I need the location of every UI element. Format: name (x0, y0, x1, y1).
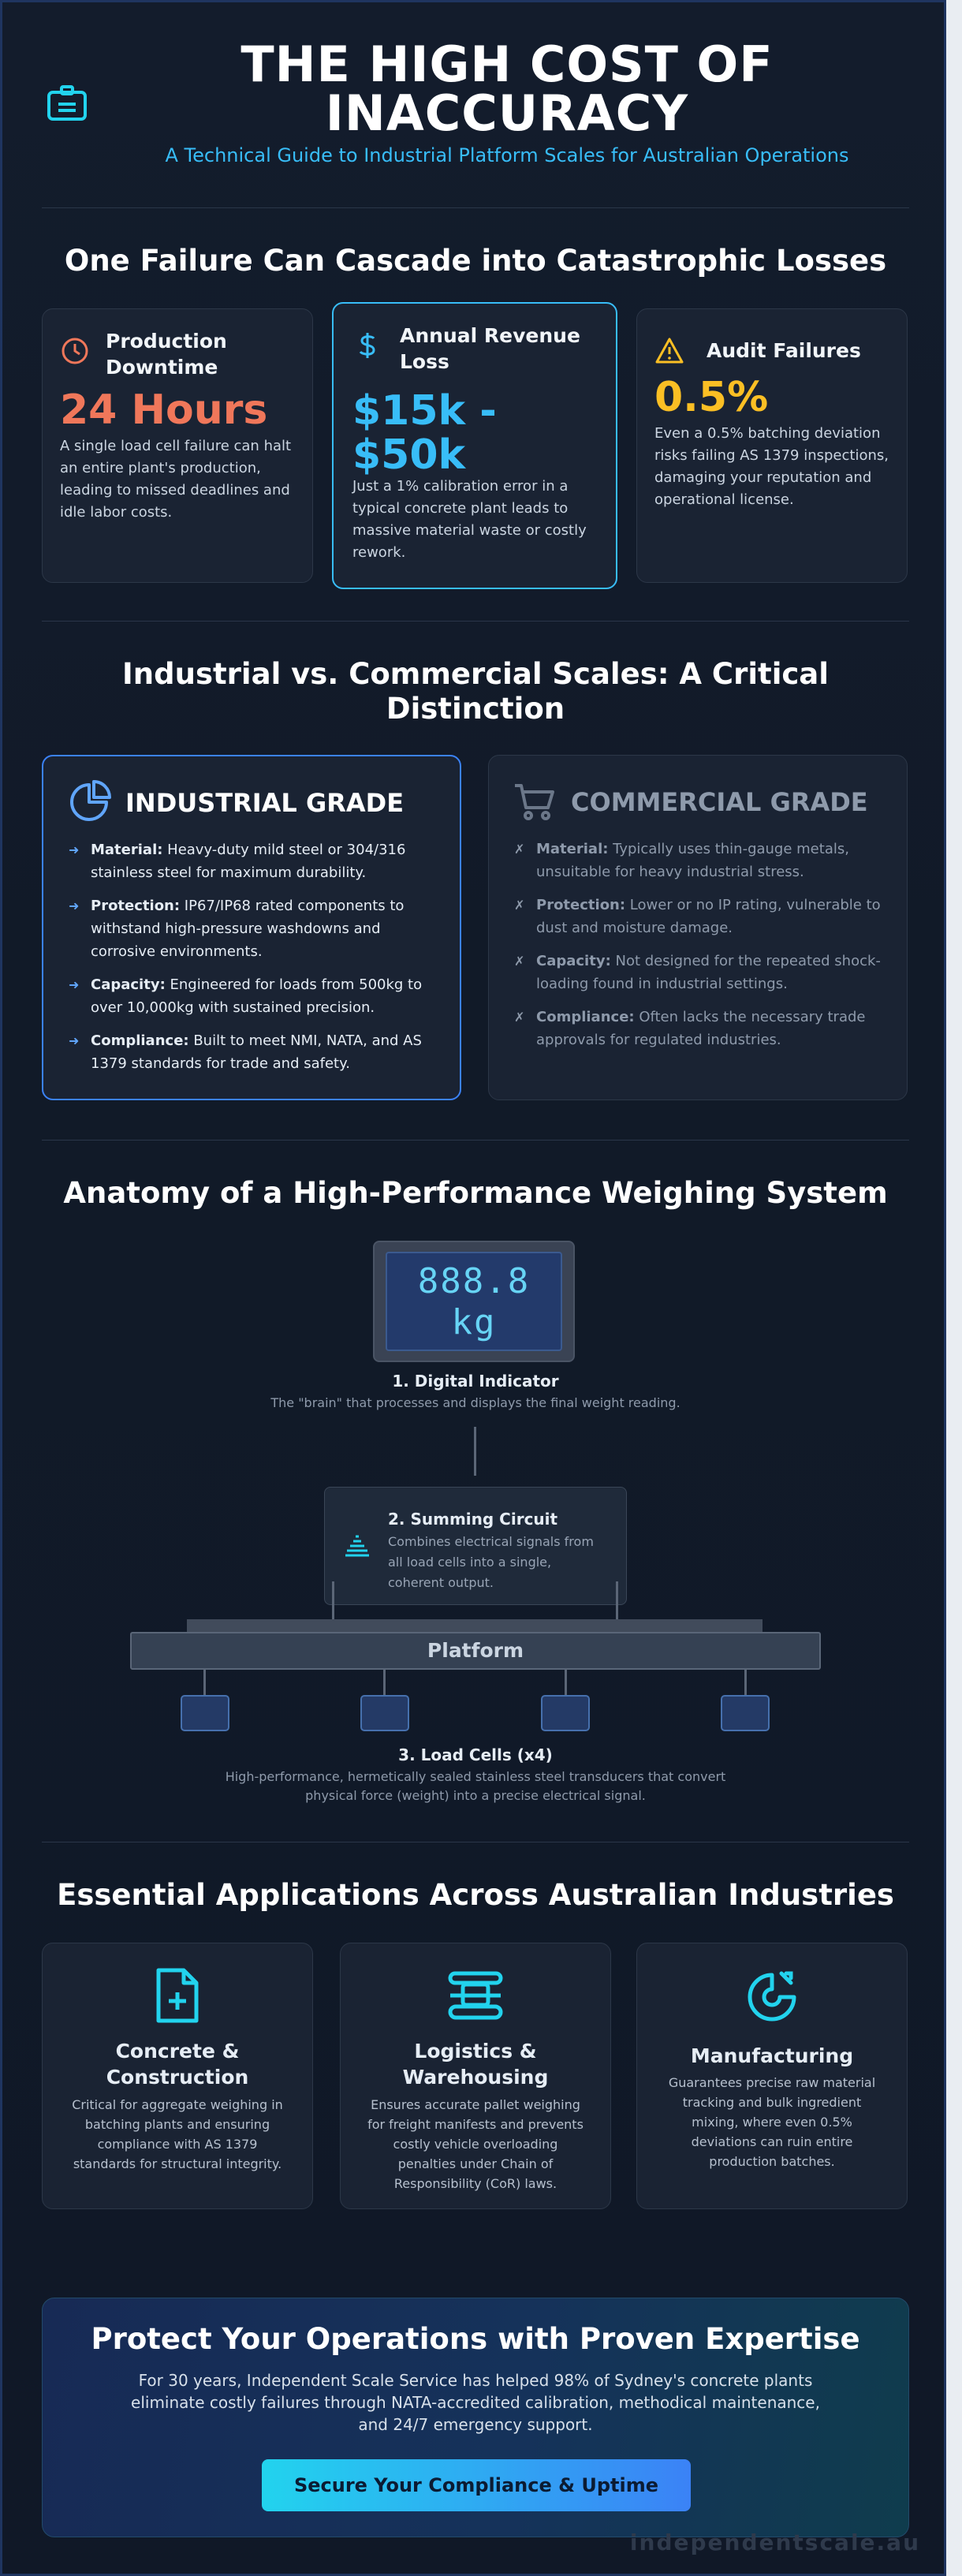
cta-title: Protect Your Operations with Proven Expe… (91, 2322, 860, 2356)
wrench-icon (748, 1971, 796, 2022)
layers-icon (345, 1535, 369, 1557)
loadcells-label: 3. Load Cells (x4) High-performance, her… (215, 1745, 736, 1805)
stat-card-audit: Audit Failures 0.5% Even a 0.5% batching… (636, 308, 908, 583)
divider (42, 1140, 909, 1141)
list-item: ✗Material: Typically uses thin-gauge met… (513, 838, 888, 883)
load-cell (721, 1695, 770, 1731)
list-item: ➜Compliance: Built to meet NMI, NATA, an… (67, 1029, 441, 1075)
stat-label: Production Downtime (106, 330, 227, 379)
load-cell (360, 1695, 409, 1731)
clock-icon (62, 338, 88, 364)
indicator-display: 888.8 kg (386, 1252, 562, 1351)
connector-line (616, 1581, 618, 1621)
commercial-grade-title: COMMERCIAL GRADE (571, 787, 868, 817)
secure-compliance-button[interactable]: Secure Your Compliance & Uptime (262, 2459, 691, 2511)
list-item: ➜Protection: IP67/IP68 rated components … (67, 894, 441, 963)
app-title: Concrete & Construction (106, 2040, 249, 2089)
shopping-cart-icon (515, 784, 554, 820)
stat-card-downtime: Production Downtime 24 Hours A single lo… (42, 308, 313, 583)
applications-section-title: Essential Applications Across Australian… (57, 1878, 894, 1912)
list-item: ✗Capacity: Not designed for the repeated… (513, 950, 888, 995)
x-mark-icon: ✗ (514, 842, 525, 857)
app-card-concrete: Concrete & Construction Critical for agg… (42, 1943, 313, 2209)
app-card-logistics: Logistics & Warehousing Ensures accurate… (340, 1943, 611, 2209)
app-card-manufacturing: Manufacturing Guarantees precise raw mat… (636, 1943, 908, 2209)
arrow-right-icon: ➜ (69, 977, 80, 992)
app-desc: Ensures accurate pallet weighing for fre… (367, 2097, 584, 2191)
cta-desc: For 30 years, Independent Scale Service … (131, 2371, 820, 2434)
stat-value: $15k - $50k (352, 387, 497, 479)
commercial-feature-list: ✗Material: Typically uses thin-gauge met… (513, 838, 888, 1062)
indicator-title: 1. Digital Indicator (392, 1372, 559, 1391)
forklift-icon (448, 1971, 503, 2020)
connector-line (203, 1670, 206, 1697)
connector-line (565, 1670, 567, 1697)
load-cell (541, 1695, 590, 1731)
pie-chart-icon (70, 780, 111, 821)
page-edge (946, 0, 962, 2576)
stat-desc: A single load cell failure can halt an e… (60, 438, 292, 521)
list-item: ✗Compliance: Often lacks the necessary t… (513, 1006, 888, 1051)
connector-line (383, 1670, 386, 1697)
summing-circuit: 2. Summing Circuit Combines electrical s… (324, 1487, 627, 1605)
stat-card-revenue: Annual Revenue Loss $15k - $50k Just a 1… (332, 302, 617, 589)
page-subtitle: A Technical Guide to Industrial Platform… (165, 144, 849, 166)
x-mark-icon: ✗ (514, 898, 525, 913)
list-item: ➜Capacity: Engineered for loads from 500… (67, 973, 441, 1019)
indicator-label: 1. Digital Indicator The "brain" that pr… (160, 1372, 791, 1413)
connector-line (332, 1581, 334, 1621)
platform-top-plate (187, 1619, 763, 1633)
platform: Platform (130, 1632, 821, 1670)
file-plus-icon (156, 1968, 199, 2023)
app-title: Logistics & Warehousing (402, 2040, 549, 2089)
id-badge-icon (47, 85, 87, 121)
loadcells-title: 3. Load Cells (x4) (398, 1745, 553, 1764)
dollar-icon (359, 333, 375, 358)
list-item: ✗Protection: Lower or no IP rating, vuln… (513, 894, 888, 939)
stat-label: Audit Failures (707, 339, 861, 362)
app-desc: Critical for aggregate weighing in batch… (72, 2097, 283, 2171)
loadcells-desc: High-performance, hermetically sealed st… (225, 1769, 726, 1803)
list-item: ➜Material: Heavy-duty mild steel or 304/… (67, 838, 441, 884)
indicator-desc: The "brain" that processes and displays … (270, 1395, 680, 1410)
arrow-right-icon: ➜ (69, 842, 80, 857)
industrial-grade-title: INDUSTRIAL GRADE (125, 788, 405, 818)
stat-value: 24 Hours (60, 386, 268, 434)
stat-desc: Just a 1% calibration error in a typical… (352, 478, 587, 561)
summing-title: 2. Summing Circuit (388, 1510, 558, 1529)
x-mark-icon: ✗ (514, 954, 525, 969)
app-title: Manufacturing (690, 2044, 854, 2067)
cta-banner: Protect Your Operations with Proven Expe… (42, 2298, 909, 2537)
anatomy-section-title: Anatomy of a High-Performance Weighing S… (63, 1176, 888, 1210)
app-desc: Guarantees precise raw material tracking… (668, 2075, 876, 2169)
comparison-section-title: Industrial vs. Commercial Scales: A Crit… (122, 657, 829, 726)
warning-icon (655, 338, 684, 364)
losses-section-title: One Failure Can Cascade into Catastrophi… (64, 244, 887, 278)
stat-label: Annual Revenue Loss (400, 324, 580, 373)
arrow-right-icon: ➜ (69, 898, 80, 913)
connector-line (744, 1670, 747, 1697)
digital-indicator: 888.8 kg (373, 1241, 575, 1362)
stat-value: 0.5% (654, 374, 769, 421)
footer-site-url: independentscale.au (629, 2529, 920, 2555)
arrow-right-icon: ➜ (69, 1033, 80, 1048)
connector-line (474, 1427, 476, 1476)
x-mark-icon: ✗ (514, 1010, 525, 1025)
page-title: THE HIGH COST OF INACCURACY (240, 35, 774, 142)
industrial-grade-card: INDUSTRIAL GRADE ➜Material: Heavy-duty m… (42, 755, 461, 1100)
divider (42, 207, 909, 208)
commercial-grade-card: COMMERCIAL GRADE ✗Material: Typically us… (488, 755, 908, 1100)
industrial-feature-list: ➜Material: Heavy-duty mild steel or 304/… (67, 838, 441, 1085)
load-cell (181, 1695, 229, 1731)
stat-desc: Even a 0.5% batching deviation risks fai… (654, 425, 889, 508)
summing-desc: Combines electrical signals from all loa… (388, 1534, 594, 1590)
divider (42, 621, 909, 622)
